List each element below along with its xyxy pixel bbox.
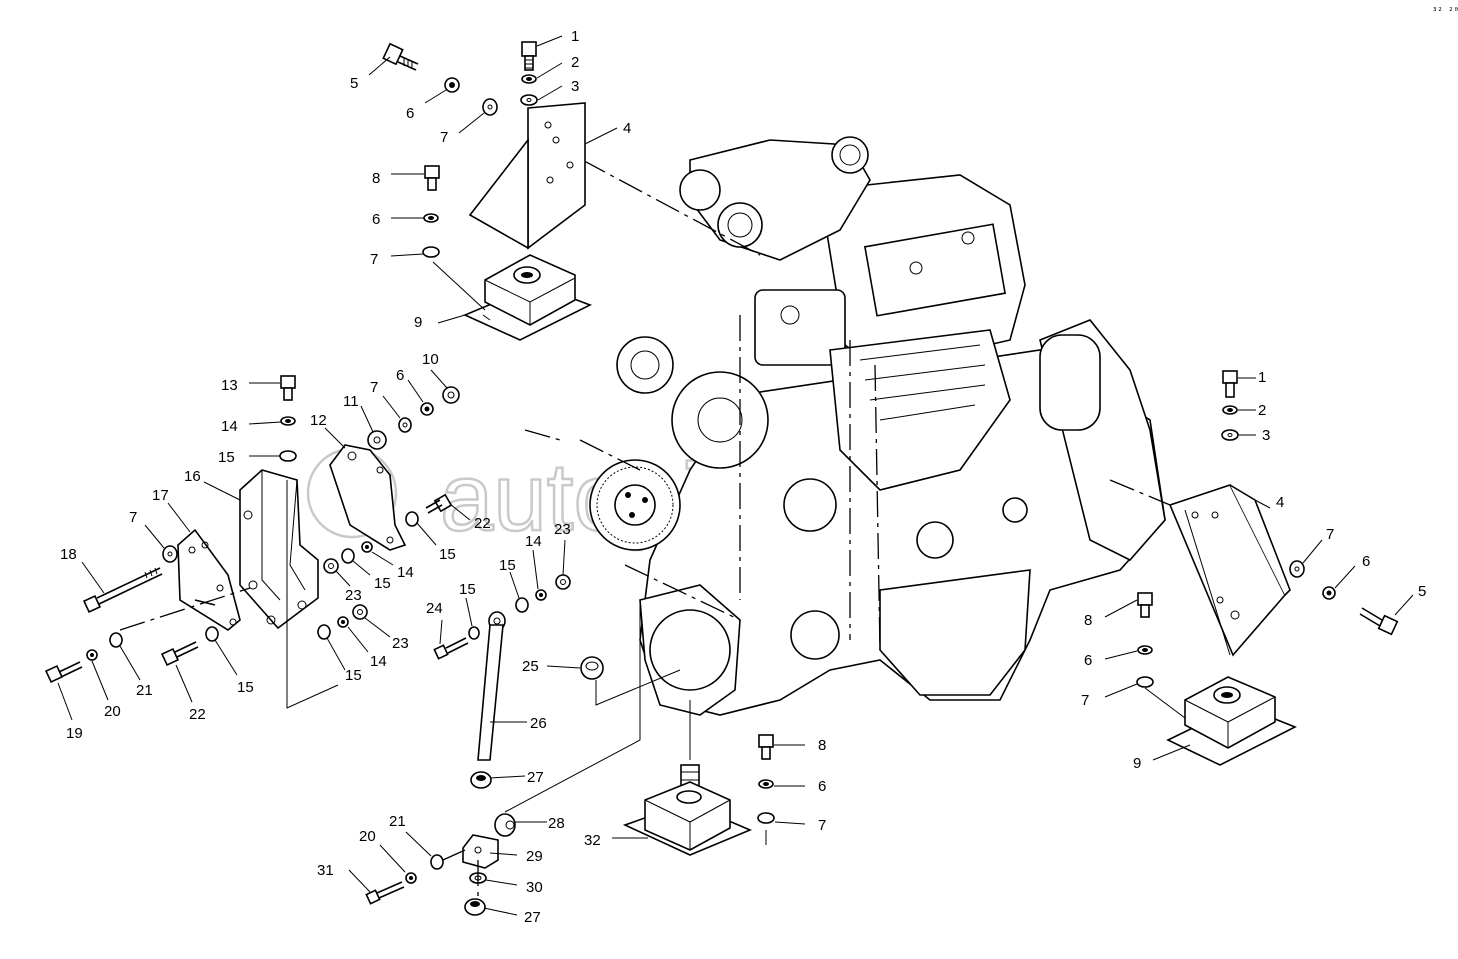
callout-label: 25 [522,658,539,675]
callout-label: 7 [129,509,137,526]
callout-label: 23 [392,635,409,652]
callout-label: 15 [499,557,516,574]
callout-label: 20 [359,828,376,845]
callout-label: 6 [406,105,414,122]
callout-label: 15 [218,449,235,466]
callout-label: 8 [1084,612,1092,629]
callout-label: 11 [343,393,359,410]
callout-label: 6 [372,211,380,228]
callout-label: 4 [623,120,631,137]
callout-label: 31 [317,862,334,879]
callout-label: 26 [530,715,547,732]
callout-label: 5 [350,75,358,92]
callout-labels: 1 2 3 4 5 6 7 8 6 7 9 10 6 7 11 12 13 14… [60,28,1426,926]
callout-label: 7 [1081,692,1089,709]
callout-label: 28 [548,815,565,832]
callout-label: 23 [345,587,362,604]
callout-label: 14 [221,418,238,435]
top-left-mount [368,35,618,341]
callout-label: 27 [524,909,541,926]
callout-label: 10 [422,351,439,368]
callout-label: 8 [372,170,380,187]
callout-label: 7 [440,129,448,146]
engine-assembly [524,136,1231,716]
corner-mark: ³² ²⁰² [1432,7,1458,17]
callout-label: 4 [1276,494,1284,511]
callout-label: 7 [370,379,378,396]
crank-pulley [589,459,681,551]
callout-label: 18 [60,546,77,563]
callout-label: 21 [389,813,406,830]
callout-label: 6 [396,367,404,384]
callout-label: 2 [1258,402,1266,419]
callout-label: 22 [474,515,491,532]
callout-label: 15 [345,667,362,684]
callout-label: 6 [1084,652,1092,669]
callout-label: 22 [189,706,206,723]
callout-label: 2 [571,54,579,71]
front-center-mount [612,700,806,856]
callout-label: 19 [66,725,83,742]
callout-label: 15 [237,679,254,696]
callout-label: 1 [571,28,579,45]
callout-label: 9 [414,314,422,331]
callout-label: 6 [1362,553,1370,570]
callout-label: 7 [370,251,378,268]
callout-label: 5 [1418,583,1426,600]
callout-label: 14 [370,653,387,670]
callout-label: 13 [221,377,238,394]
callout-label: 1 [1258,369,1266,386]
callout-label: 7 [1326,526,1334,543]
callout-label: 23 [554,521,571,538]
callout-label: 14 [525,533,542,550]
right-mount [1104,370,1414,766]
callout-label: 7 [818,817,826,834]
callout-label: 6 [818,778,826,795]
callout-label: 15 [374,575,391,592]
callout-label: 17 [152,487,169,504]
callout-label: 15 [459,581,476,598]
callout-label: 21 [136,682,153,699]
callout-label: 12 [310,412,327,429]
callout-label: 27 [527,769,544,786]
callout-label: 29 [526,848,543,865]
callout-label: 16 [184,468,201,485]
bolt-icon [382,42,419,71]
torque-rod-group [348,539,681,916]
callout-label: 32 [584,832,601,849]
callout-label: 20 [104,703,121,720]
left-front-mount [44,369,471,721]
callout-label: 24 [426,600,443,617]
callout-label: 14 [397,564,414,581]
callout-label: 3 [1262,427,1270,444]
callout-label: 9 [1133,755,1141,772]
callout-label: 15 [439,546,456,563]
callout-label: 8 [818,737,826,754]
callout-label: 30 [526,879,543,896]
callout-label: 3 [571,78,579,95]
